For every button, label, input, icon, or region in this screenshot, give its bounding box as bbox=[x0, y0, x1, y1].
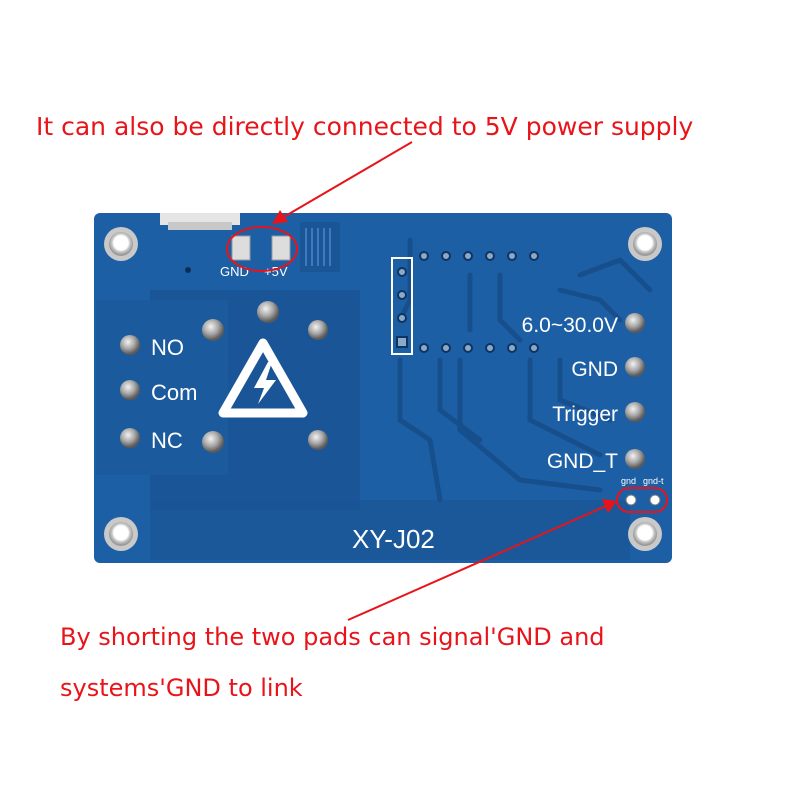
high-voltage-warning-icon bbox=[218, 338, 308, 418]
header-pins bbox=[419, 251, 539, 353]
trigger-label: Trigger bbox=[552, 403, 618, 426]
gnd-pad-label: GND bbox=[220, 264, 249, 279]
board-model: XY-J02 bbox=[352, 524, 435, 554]
short-pads-highlight bbox=[616, 487, 668, 513]
4-pin-header bbox=[391, 257, 413, 355]
bottom-annotation-line-1: By shorting the two pads can signal'GND … bbox=[60, 623, 605, 651]
mounting-holes bbox=[104, 227, 662, 551]
gnd-pad bbox=[231, 235, 251, 261]
no-label: NO bbox=[151, 335, 184, 360]
traces bbox=[397, 237, 653, 503]
short-pad-gnd bbox=[625, 494, 637, 506]
gnd-t-label: GND_T bbox=[547, 450, 618, 473]
gnd-pad-small-label: gnd bbox=[621, 476, 636, 486]
short-pad-gnd-t bbox=[649, 494, 661, 506]
nc-label: NC bbox=[151, 428, 183, 453]
bottom-annotation-line-2: systems'GND to link bbox=[60, 674, 303, 702]
relay-terminal-screws bbox=[120, 335, 140, 448]
com-label: Com bbox=[151, 380, 197, 405]
gnd-label: GND bbox=[571, 358, 618, 381]
voltage-label: 6.0~30.0V bbox=[522, 314, 618, 337]
input-terminal-screws bbox=[625, 313, 645, 469]
5v-pad bbox=[271, 235, 291, 261]
power-pads-highlight bbox=[226, 226, 298, 272]
annotation-arrows bbox=[272, 141, 617, 621]
top-annotation: It can also be directly connected to 5V … bbox=[36, 112, 694, 141]
gnd-t-pad-small-label: gnd-t bbox=[643, 476, 664, 486]
relay-solder-joints bbox=[202, 301, 328, 453]
